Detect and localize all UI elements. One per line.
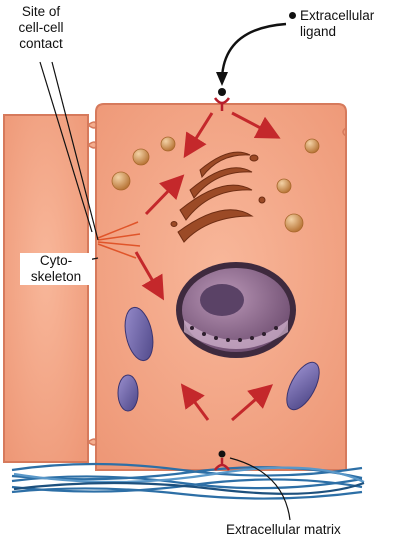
arrowhead-icon	[216, 72, 228, 86]
cytoskeleton-label: Cyto- skeleton	[20, 253, 92, 285]
ligand-line-2: ligand	[289, 24, 374, 40]
ligand-label: Extracellular ligand	[289, 8, 374, 40]
nucleolus	[200, 284, 244, 316]
matrix-ligand-icon	[219, 451, 226, 458]
ligand-pointer-icon	[222, 24, 286, 78]
site-of-contact-line-3: contact	[2, 36, 80, 52]
site-of-contact-line-1: Site of	[2, 4, 80, 20]
ligand-line-1: Extracellular	[300, 8, 374, 23]
neighbor-cell	[4, 115, 88, 462]
site-of-contact-line-2: cell-cell	[2, 20, 80, 36]
cytoskeleton-line-2: skeleton	[20, 269, 92, 285]
cytoskeleton-line-1: Cyto-	[20, 253, 92, 269]
site-of-contact-label: Site of cell-cell contact	[2, 4, 80, 52]
ligand-icon	[218, 88, 226, 96]
ligand-dot-icon	[289, 12, 296, 19]
extracellular-matrix-label: Extracellular matrix	[226, 522, 341, 538]
nucleus	[176, 262, 296, 358]
